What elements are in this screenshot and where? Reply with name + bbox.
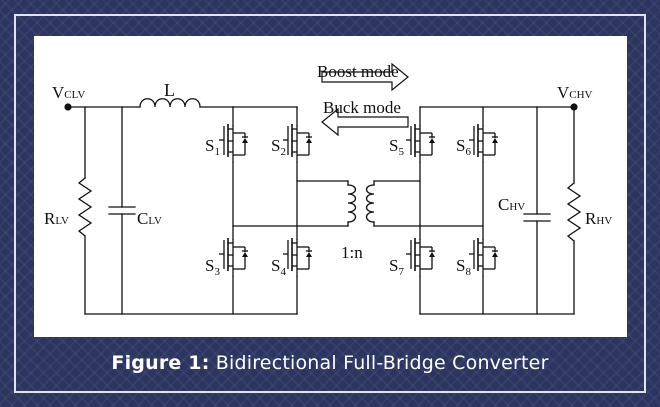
clv-label: CLV	[137, 209, 162, 228]
chv-main: C	[498, 195, 509, 214]
rhv-sub: HV	[596, 215, 612, 227]
s4-main: S	[271, 256, 280, 275]
vclv-sub: CLV	[64, 89, 85, 101]
boost-mode-label: Boost mode	[317, 62, 399, 81]
diagram-panel	[34, 36, 627, 337]
s1-label: S1	[205, 136, 220, 158]
s5-main: S	[389, 136, 398, 155]
s6-sub: 6	[465, 146, 471, 158]
buck-mode-arrow	[321, 107, 409, 137]
resistor-rhv	[566, 182, 582, 242]
vclv-label: VCLV	[52, 83, 85, 102]
s1-sub: 1	[214, 146, 220, 158]
rhv-main: R	[585, 209, 597, 228]
switch-s7-symbol	[405, 237, 436, 278]
s8-main: S	[456, 256, 465, 275]
transformer-secondary-coil	[365, 184, 375, 223]
rlv-sub: LV	[55, 215, 69, 227]
figure-caption: Figure 1: Bidirectional Full-Bridge Conv…	[0, 352, 660, 374]
s5-sub: 5	[398, 146, 404, 158]
s7-label: S7	[389, 256, 404, 278]
s2-sub: 2	[280, 146, 286, 158]
vchv-sub: CHV	[569, 89, 592, 101]
switch-s8-symbol	[468, 237, 499, 278]
switch-s5-symbol	[405, 123, 436, 164]
switch-s6-symbol	[468, 123, 499, 164]
buck-mode-label: Buck mode	[323, 98, 401, 117]
s2-main: S	[271, 136, 280, 155]
switch-s3-symbol	[218, 237, 249, 278]
rlv-main: R	[44, 209, 56, 228]
clv-sub: LV	[148, 215, 162, 227]
transformer-primary-coil	[347, 184, 357, 223]
vchv-main: V	[557, 83, 570, 102]
s5-label: S5	[389, 136, 404, 158]
switch-s4-symbol	[282, 237, 313, 278]
rhv-label: RHV	[585, 209, 612, 228]
s2-label: S2	[271, 136, 286, 158]
s6-label: S6	[456, 136, 471, 158]
figure-caption-label: Figure 1:	[111, 352, 210, 374]
terminal-vchv-dot	[570, 103, 578, 111]
s7-sub: 7	[398, 266, 404, 278]
chv-sub: HV	[509, 201, 525, 213]
s1-main: S	[205, 136, 214, 155]
s3-main: S	[205, 256, 214, 275]
boost-mode-arrow	[321, 62, 409, 92]
turns-ratio-label: 1:n	[341, 243, 363, 262]
resistor-rlv	[77, 177, 93, 237]
s7-main: S	[389, 256, 398, 275]
inductor-l	[139, 98, 201, 108]
inductor-label: L	[164, 80, 175, 100]
terminal-vclv-dot	[64, 103, 72, 111]
chv-label: CHV	[498, 195, 525, 214]
figure-caption-text: Bidirectional Full-Bridge Converter	[215, 352, 549, 374]
switch-s2-symbol	[282, 123, 313, 164]
card-frame	[14, 14, 646, 393]
s4-label: S4	[271, 256, 286, 278]
s3-sub: 3	[214, 266, 220, 278]
rlv-label: RLV	[44, 209, 69, 228]
clv-main: C	[137, 209, 148, 228]
vclv-main: V	[52, 83, 65, 102]
s8-label: S8	[456, 256, 471, 278]
s4-sub: 4	[280, 266, 286, 278]
s6-main: S	[456, 136, 465, 155]
s8-sub: 8	[465, 266, 471, 278]
s3-label: S3	[205, 256, 220, 278]
switch-s1-symbol	[218, 123, 249, 164]
vchv-label: VCHV	[557, 83, 593, 102]
